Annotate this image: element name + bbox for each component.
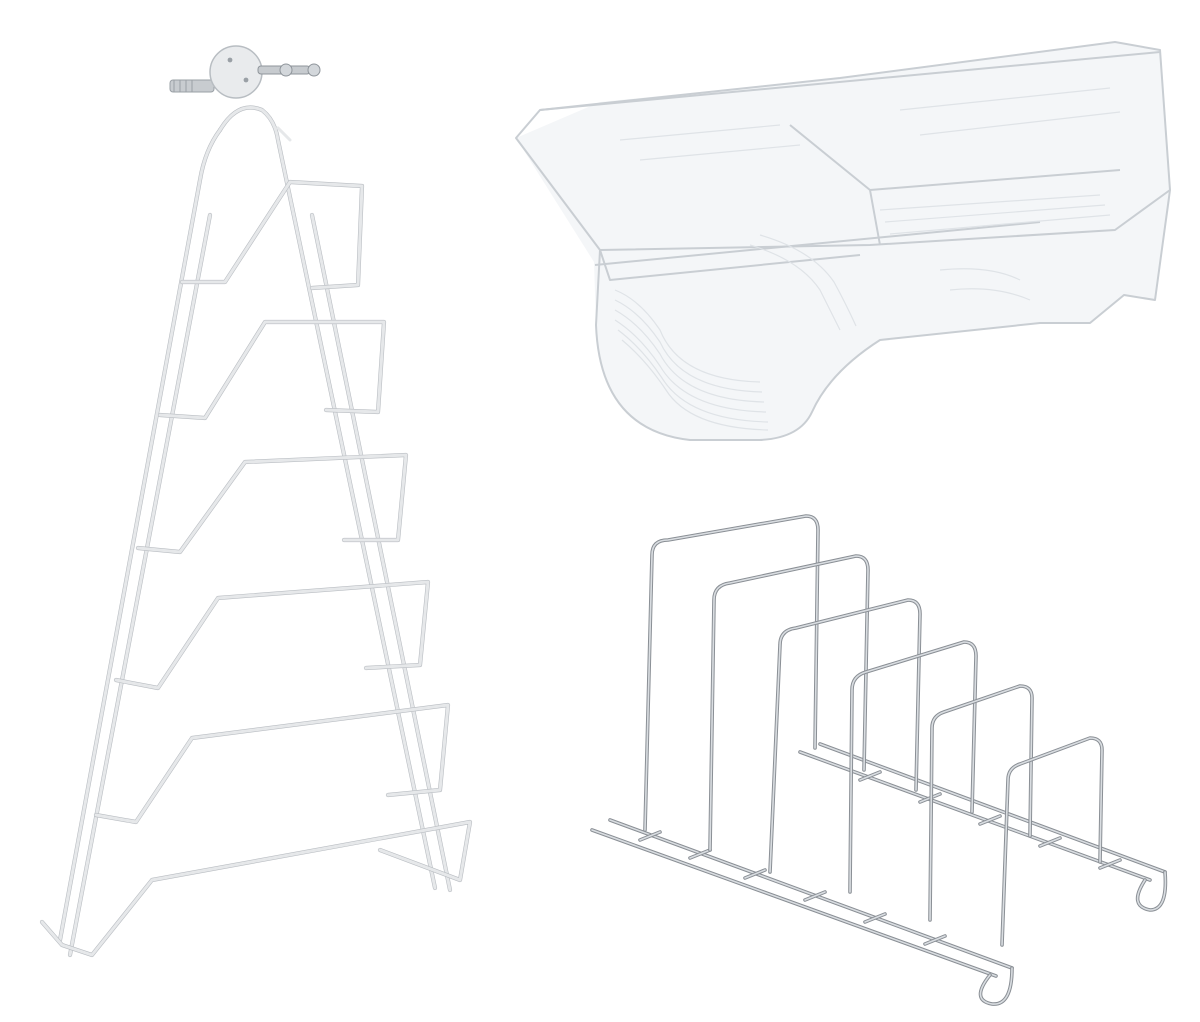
lid-arm: [179, 179, 365, 291]
clear-plastic-divided-organizer: [515, 41, 1171, 441]
rack-divider: [768, 598, 922, 874]
base-rungs: [638, 770, 1122, 946]
lid-arm: [113, 579, 431, 691]
lid-arm: [39, 819, 473, 958]
rack-frame: [58, 106, 452, 957]
chrome-wire-lid-divider-rack: [590, 514, 1168, 1006]
base-rails-shadow: [590, 742, 1167, 978]
wall-mounted-pot-lid-rack: [39, 45, 473, 958]
wall-screw-mount: [169, 45, 321, 99]
rack-divider: [1000, 736, 1104, 947]
rack-divider: [928, 684, 1034, 922]
lid-arm: [93, 702, 451, 825]
rack-divider: [848, 640, 978, 894]
lid-arm: [135, 452, 409, 555]
rack-divider: [643, 514, 820, 832]
base-rails: [591, 743, 1168, 1006]
lid-arm: [157, 319, 387, 421]
rack-divider: [708, 554, 870, 852]
organizer-ribs: [614, 87, 1121, 431]
